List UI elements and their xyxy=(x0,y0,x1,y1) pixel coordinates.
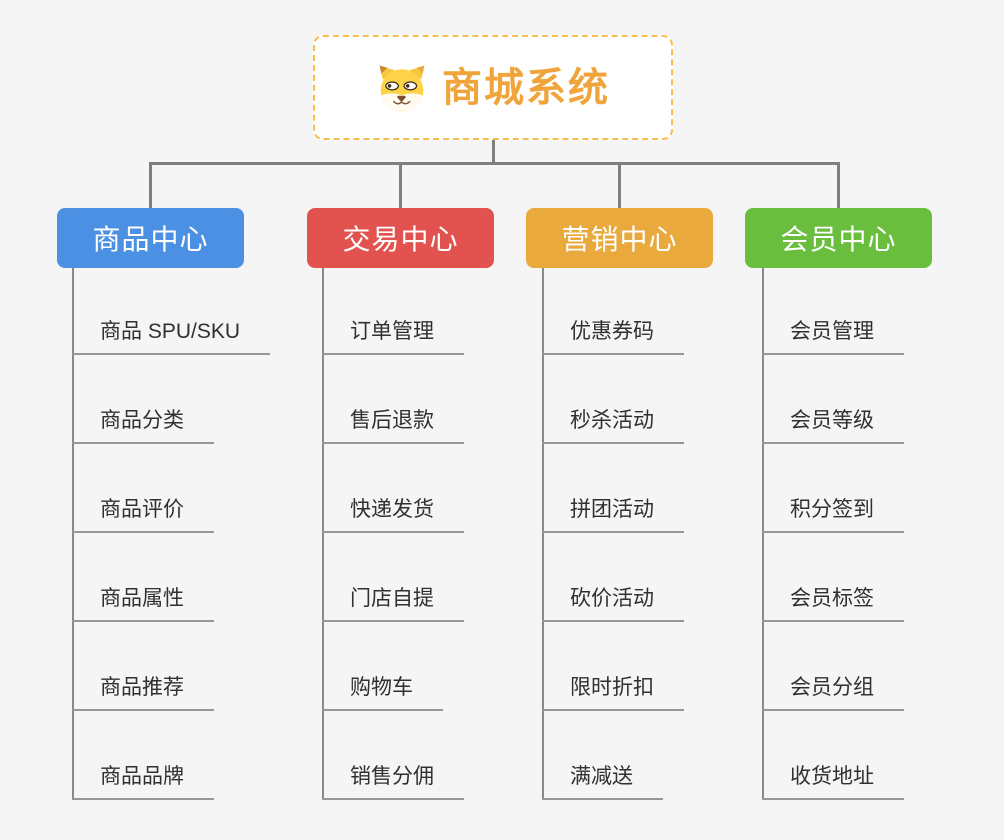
leaf-item[interactable]: 拼团活动 xyxy=(542,497,684,533)
leaf-item[interactable]: 商品属性 xyxy=(72,586,214,622)
root-node[interactable]: 商城系统 xyxy=(313,35,673,140)
leaf-item[interactable]: 秒杀活动 xyxy=(542,408,684,444)
leaf-item[interactable]: 商品评价 xyxy=(72,497,214,533)
branch-node-product-center[interactable]: 商品中心 xyxy=(57,208,244,268)
leaf-item[interactable]: 会员等级 xyxy=(762,408,904,444)
branch-node-marketing-center[interactable]: 营销中心 xyxy=(526,208,713,268)
leaf-item[interactable]: 优惠券码 xyxy=(542,319,684,355)
leaf-item[interactable]: 满减送 xyxy=(542,764,663,800)
leaf-item[interactable]: 销售分佣 xyxy=(322,764,464,800)
connector-stub-member xyxy=(837,162,840,209)
branch-rail-marketing xyxy=(542,268,544,800)
leaf-item[interactable]: 商品品牌 xyxy=(72,764,214,800)
leaf-item[interactable]: 快递发货 xyxy=(322,497,464,533)
leaf-item[interactable]: 限时折扣 xyxy=(542,675,684,711)
leaf-item[interactable]: 积分签到 xyxy=(762,497,904,533)
connector-horizontal-line xyxy=(149,162,840,165)
connector-stub-product xyxy=(149,162,152,209)
leaf-item[interactable]: 售后退款 xyxy=(322,408,464,444)
leaf-item[interactable]: 会员标签 xyxy=(762,586,904,622)
leaf-item[interactable]: 商品分类 xyxy=(72,408,214,444)
leaf-item[interactable]: 会员管理 xyxy=(762,319,904,355)
leaf-item[interactable]: 商品推荐 xyxy=(72,675,214,711)
branch-node-trade-center[interactable]: 交易中心 xyxy=(307,208,494,268)
branch-rail-member xyxy=(762,268,764,800)
leaf-item[interactable]: 门店自提 xyxy=(322,586,464,622)
leaf-item[interactable]: 购物车 xyxy=(322,675,443,711)
root-title: 商城系统 xyxy=(442,65,610,110)
leaf-item[interactable]: 订单管理 xyxy=(322,319,464,355)
leaf-item[interactable]: 砍价活动 xyxy=(542,586,684,622)
connector-stub-marketing xyxy=(618,162,621,209)
leaf-item[interactable]: 会员分组 xyxy=(762,675,904,711)
leaf-item[interactable]: 收货地址 xyxy=(762,764,904,800)
branch-rail-product xyxy=(72,268,74,800)
connector-stub-trade xyxy=(399,162,402,209)
connector-root-stub xyxy=(492,140,495,163)
leaf-item[interactable]: 商品 SPU/SKU xyxy=(72,319,271,355)
branch-rail-trade xyxy=(322,268,324,800)
branch-node-member-center[interactable]: 会员中心 xyxy=(745,208,932,268)
doge-icon xyxy=(376,62,428,114)
